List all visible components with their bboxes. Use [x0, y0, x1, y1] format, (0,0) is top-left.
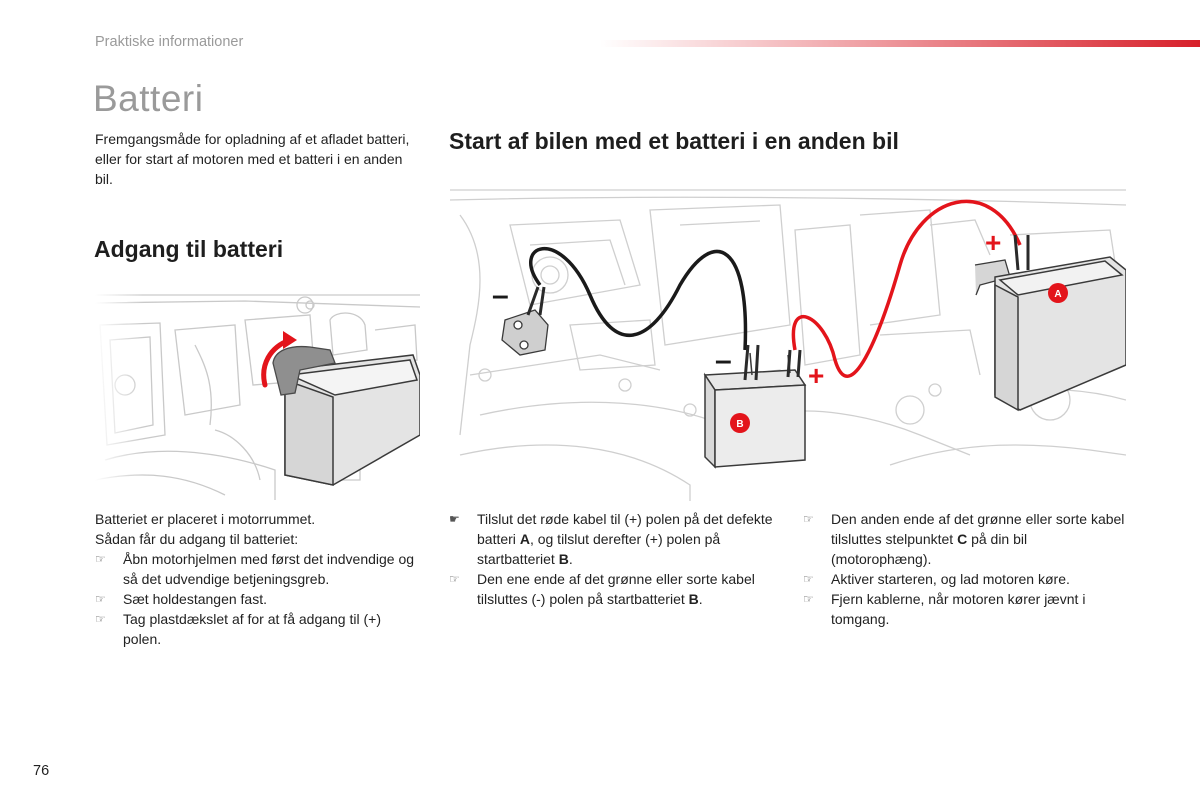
- access-location-text: Batteriet er placeret i motorrummet.: [95, 511, 316, 527]
- battery-b-minus-sign: –: [715, 344, 732, 377]
- pointing-hand-icon: ☞: [803, 592, 814, 606]
- battery-b-badge: [730, 413, 750, 433]
- pointing-hand-icon: ☞: [803, 512, 814, 526]
- pointing-hand-icon: ☞: [95, 552, 106, 566]
- ground-minus-sign: –: [492, 279, 509, 312]
- page-title: Batteri: [93, 78, 204, 119]
- battery-b-plus-sign: +: [808, 360, 824, 391]
- pointing-hand-icon: ☛: [449, 512, 460, 526]
- pointing-hand-icon: ☞: [95, 592, 106, 606]
- access-steps-list: ☞Åbn motorhjelmen med først det indvendi…: [95, 549, 420, 649]
- page-number: 76: [33, 763, 50, 779]
- access-howto-text: Sådan får du adgang til batteriet:: [95, 531, 299, 547]
- pointing-hand-icon: ☞: [803, 572, 814, 586]
- battery-a-plus-sign: +: [985, 227, 1001, 258]
- pointing-hand-icon: ☞: [95, 612, 106, 626]
- intro-text: Fremgangsmåde for opladning af et aflade…: [95, 131, 410, 187]
- section-label: Praktiske informationer: [95, 34, 244, 50]
- list-item: ☞Sæt holdestangen fast.: [95, 591, 267, 607]
- battery-access-illustration: [95, 285, 420, 500]
- header-accent-bar: [600, 40, 1200, 47]
- list-item: ☞Tag plastdækslet af for at få adgang ti…: [95, 611, 381, 647]
- jumpstart-diagram: – B – + + A: [450, 185, 1126, 501]
- list-item: ☞Fjern kablerne, når motoren kører jævnt…: [803, 591, 1086, 627]
- jumpstart-steps-list-1: ☛Tilslut det røde kabel til (+) polen på…: [449, 509, 779, 609]
- black-cable: [529, 247, 748, 351]
- jumpstart-heading: Start af bilen med et batteri i en anden…: [449, 128, 899, 154]
- list-item: ☞Den anden ende af det grønne eller sort…: [803, 511, 1125, 567]
- list-item: ☞Den ene ende af det grønne eller sorte …: [449, 571, 755, 607]
- list-item: ☞Åbn motorhjelmen med først det indvendi…: [95, 551, 415, 587]
- jumpstart-steps-list-2: ☞Den anden ende af det grønne eller sort…: [803, 509, 1126, 629]
- battery-b-label: B: [736, 419, 743, 430]
- list-item: ☞Aktiver starteren, og lad motoren køre.: [803, 571, 1070, 587]
- pointing-hand-icon: ☞: [449, 572, 460, 586]
- access-heading: Adgang til batteri: [94, 236, 284, 262]
- battery-a-badge: [1048, 283, 1068, 303]
- battery-a-label: A: [1054, 289, 1061, 300]
- list-item: ☛Tilslut det røde kabel til (+) polen på…: [449, 511, 773, 567]
- red-cable: [791, 199, 1022, 378]
